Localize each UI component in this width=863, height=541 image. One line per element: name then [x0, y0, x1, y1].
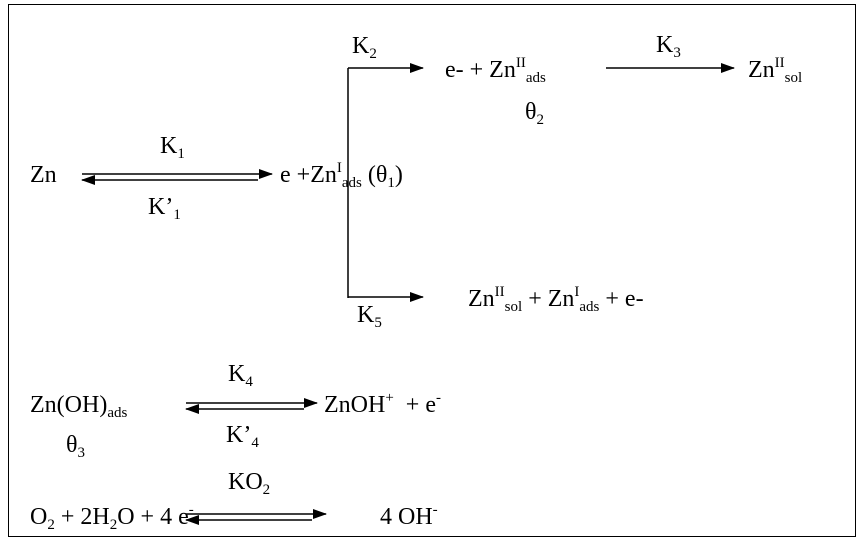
- ko2-label: KO2: [228, 469, 271, 498]
- zn-ii-ads-product: e- + ZnIIads: [445, 55, 546, 86]
- theta3-label: θ3: [66, 432, 85, 461]
- k3-label: K3: [656, 32, 681, 61]
- k5-product: ZnIIsol + ZnIads + e-: [468, 284, 644, 315]
- zn-oh-ads: Zn(OH)ads: [30, 392, 128, 421]
- k1-reverse-label: K’1: [148, 194, 181, 223]
- oxygen-reduction-reactants: O2 + 2H2O + 4 e-: [30, 502, 194, 533]
- k1-label: K1: [160, 133, 185, 162]
- k4-reverse-label: K’4: [226, 422, 259, 451]
- k2-label: K2: [352, 33, 377, 62]
- theta2-label: θ2: [525, 99, 544, 128]
- k5-label: K5: [357, 302, 382, 331]
- zn-ii-sol-product: ZnIIsol: [748, 55, 803, 86]
- zn-label: Zn: [30, 162, 57, 188]
- diagram-frame: [8, 4, 856, 537]
- k4-label: K4: [228, 361, 253, 390]
- hydroxide-product: 4 OH-: [380, 502, 438, 530]
- znoh-plus-product: ZnOH+ + e-: [324, 390, 441, 418]
- zn-i-ads-intermediate: e +ZnIads (θ1): [280, 160, 403, 191]
